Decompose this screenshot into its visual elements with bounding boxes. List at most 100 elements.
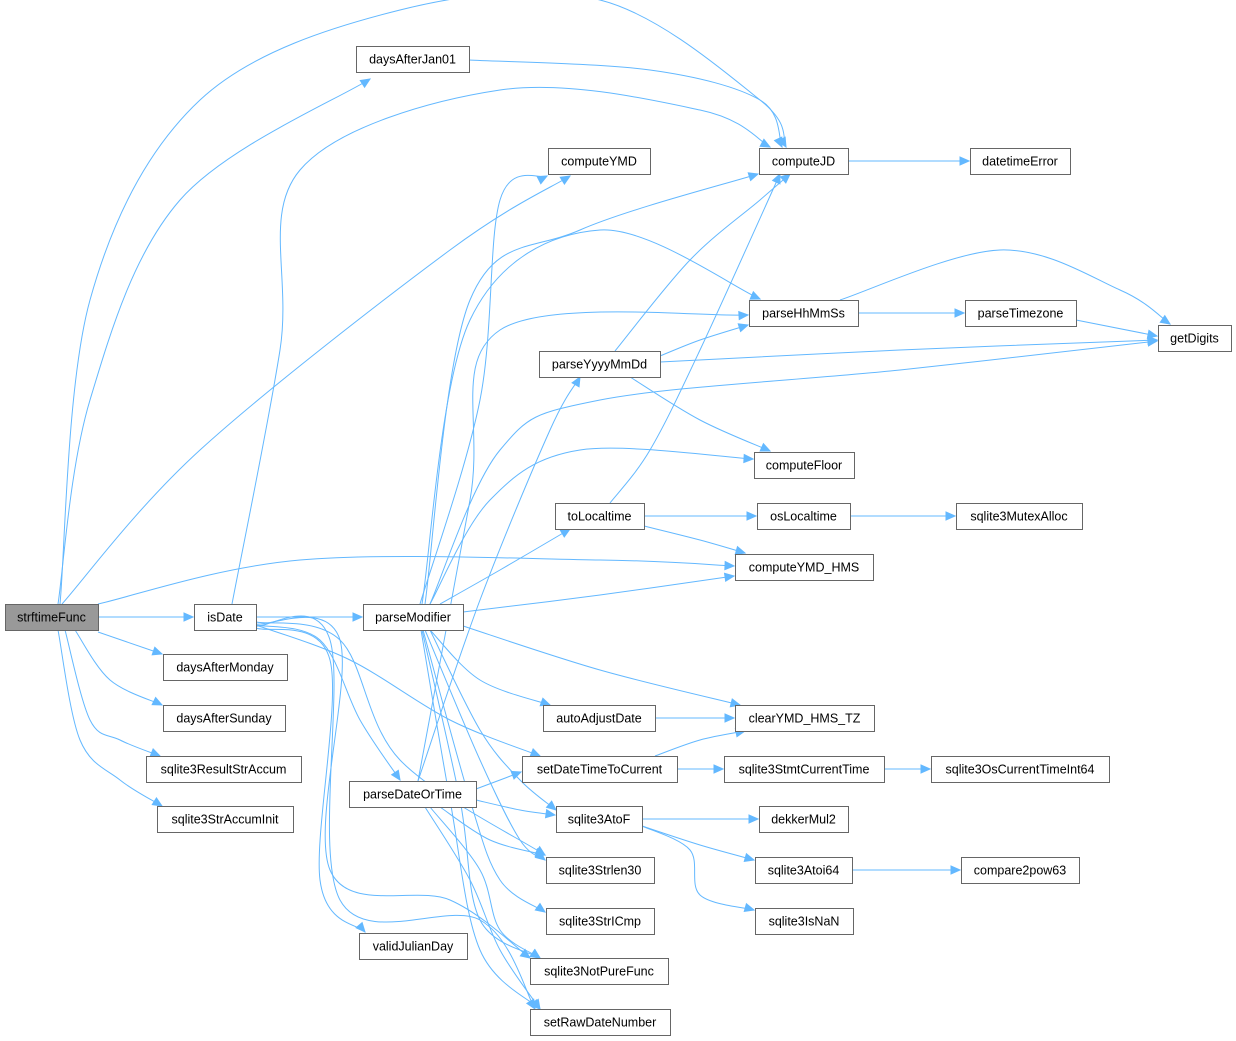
edge-parseYyyyMmDd-to-getDigits — [659, 339, 1158, 363]
node-box-parseModifier[interactable] — [363, 604, 464, 631]
node-daysAfterJan01[interactable]: daysAfterJan01 — [356, 46, 470, 73]
node-label-parseYyyyMmDd: parseYyyyMmDd — [552, 358, 647, 372]
node-box-clearYMD_HMS_TZ[interactable] — [735, 705, 875, 732]
node-setRawDateNumber[interactable]: setRawDateNumber — [530, 1009, 671, 1036]
node-parseDateOrTime[interactable]: parseDateOrTime — [349, 781, 477, 808]
node-box-setRawDateNumber[interactable] — [530, 1009, 671, 1036]
node-box-getDigits[interactable] — [1158, 325, 1232, 352]
node-label-sqlite3StrAccumInit: sqlite3StrAccumInit — [172, 813, 280, 827]
node-sqlite3StrAccumInit[interactable]: sqlite3StrAccumInit — [157, 806, 294, 833]
node-label-getDigits: getDigits — [1170, 332, 1219, 346]
node-box-sqlite3MutexAlloc[interactable] — [956, 503, 1083, 530]
node-box-sqlite3NotPureFunc[interactable] — [530, 958, 669, 985]
node-osLocaltime[interactable]: osLocaltime — [757, 503, 851, 530]
edge-parseModifier-to-setRawDateNumber — [420, 629, 541, 1010]
node-box-parseDateOrTime[interactable] — [349, 781, 477, 808]
arrowhead-daysAfterJan01-to-computeJD — [773, 136, 783, 149]
node-label-daysAfterMonday: daysAfterMonday — [176, 661, 274, 675]
arrowhead-parseModifier-to-computeJD — [747, 172, 760, 182]
arrowhead-parseDateOrTime-to-parseHhMmSs — [738, 310, 750, 321]
edge-isDate-to-computeJD — [231, 86, 771, 605]
edge-parseDateOrTime-to-sqlite3AtoF — [475, 799, 556, 816]
node-box-isDate[interactable] — [194, 604, 257, 631]
node-box-parseTimezone[interactable] — [965, 300, 1077, 327]
node-strftimeFunc[interactable]: strftimeFunc — [5, 604, 99, 631]
node-label-validJulianDay: validJulianDay — [373, 940, 454, 954]
node-getDigits[interactable]: getDigits — [1158, 325, 1232, 352]
node-box-daysAfterMonday[interactable] — [163, 654, 288, 681]
node-box-sqlite3ResultStrAccum[interactable] — [146, 756, 302, 783]
edge-parseModifier-to-sqlite3Strlen30 — [424, 629, 546, 861]
node-box-sqlite3AtoF[interactable] — [556, 806, 643, 833]
node-autoAdjustDate[interactable]: autoAdjustDate — [543, 705, 656, 732]
node-sqlite3NotPureFunc[interactable]: sqlite3NotPureFunc — [530, 958, 669, 985]
node-box-parseHhMmSs[interactable] — [749, 300, 859, 327]
node-box-autoAdjustDate[interactable] — [543, 705, 656, 732]
node-daysAfterMonday[interactable]: daysAfterMonday — [163, 654, 288, 681]
node-clearYMD_HMS_TZ[interactable]: clearYMD_HMS_TZ — [735, 705, 875, 732]
node-dekkerMul2[interactable]: dekkerMul2 — [759, 806, 849, 833]
node-box-daysAfterJan01[interactable] — [356, 46, 470, 73]
node-box-sqlite3StmtCurrentTime[interactable] — [724, 756, 885, 783]
node-box-sqlite3OsCurrentTimeInt64[interactable] — [931, 756, 1110, 783]
node-box-sqlite3IsNaN[interactable] — [755, 908, 854, 935]
node-parseYyyyMmDd[interactable]: parseYyyyMmDd — [539, 351, 661, 378]
arrowhead-parseTimezone-to-getDigits — [1146, 329, 1159, 339]
node-box-computeYMD[interactable] — [548, 148, 651, 175]
arrowhead-strftimeFunc-to-sqlite3ResultStrAccum — [149, 748, 162, 757]
node-sqlite3OsCurrentTimeInt64[interactable]: sqlite3OsCurrentTimeInt64 — [931, 756, 1110, 783]
arrowhead-isDate-to-computeJD — [759, 138, 772, 148]
node-sqlite3MutexAlloc[interactable]: sqlite3MutexAlloc — [956, 503, 1083, 530]
node-toLocaltime[interactable]: toLocaltime — [555, 503, 645, 530]
node-box-computeFloor[interactable] — [754, 452, 855, 479]
node-datetimeError[interactable]: datetimeError — [970, 148, 1071, 175]
node-computeYMD_HMS[interactable]: computeYMD_HMS — [735, 554, 874, 581]
node-box-sqlite3Atoi64[interactable] — [755, 857, 853, 884]
node-box-osLocaltime[interactable] — [757, 503, 851, 530]
node-box-dekkerMul2[interactable] — [759, 806, 849, 833]
node-validJulianDay[interactable]: validJulianDay — [359, 933, 468, 960]
node-box-sqlite3StrAccumInit[interactable] — [157, 806, 294, 833]
node-computeFloor[interactable]: computeFloor — [754, 452, 855, 479]
arrowhead-parseModifier-to-getDigits — [1147, 337, 1159, 347]
node-sqlite3ResultStrAccum[interactable]: sqlite3ResultStrAccum — [146, 756, 302, 783]
node-box-computeJD[interactable] — [759, 148, 849, 175]
node-box-daysAfterSunday[interactable] — [163, 705, 286, 732]
node-label-osLocaltime: osLocaltime — [770, 510, 837, 524]
node-compare2pow63[interactable]: compare2pow63 — [961, 857, 1080, 884]
node-box-setDateTimeToCurrent[interactable] — [522, 756, 678, 783]
node-box-datetimeError[interactable] — [970, 148, 1071, 175]
node-parseModifier[interactable]: parseModifier — [363, 604, 464, 631]
arrowhead-sqlite3AtoF-to-sqlite3Atoi64 — [743, 852, 756, 863]
node-box-strftimeFunc[interactable] — [5, 604, 99, 631]
node-sqlite3AtoF[interactable]: sqlite3AtoF — [556, 806, 643, 833]
node-parseTimezone[interactable]: parseTimezone — [965, 300, 1077, 327]
node-isDate[interactable]: isDate — [194, 604, 257, 631]
node-box-sqlite3Strlen30[interactable] — [546, 857, 655, 884]
node-parseHhMmSs[interactable]: parseHhMmSs — [749, 300, 859, 327]
edge-parseDateOrTime-to-sqlite3NotPureFunc — [429, 806, 541, 959]
node-label-sqlite3MutexAlloc: sqlite3MutexAlloc — [970, 510, 1067, 524]
node-setDateTimeToCurrent[interactable]: setDateTimeToCurrent — [522, 756, 678, 783]
edge-parseModifier-to-computeYMD — [419, 174, 548, 605]
edge-parseHhMmSs-to-getDigits — [839, 249, 1171, 325]
node-daysAfterSunday[interactable]: daysAfterSunday — [163, 705, 286, 732]
node-sqlite3StmtCurrentTime[interactable]: sqlite3StmtCurrentTime — [724, 756, 885, 783]
node-computeJD[interactable]: computeJD — [759, 148, 849, 175]
edge-strftimeFunc-to-daysAfterJan01 — [57, 78, 371, 605]
edge-strftimeFunc-to-daysAfterSunday — [74, 629, 163, 706]
node-box-computeYMD_HMS[interactable] — [735, 554, 874, 581]
node-label-sqlite3Strlen30: sqlite3Strlen30 — [559, 864, 642, 878]
node-computeYMD[interactable]: computeYMD — [548, 148, 651, 175]
node-box-validJulianDay[interactable] — [359, 933, 468, 960]
arrowhead-strftimeFunc-to-sqlite3StrAccumInit — [151, 796, 164, 807]
node-box-parseYyyyMmDd[interactable] — [539, 351, 661, 378]
node-box-toLocaltime[interactable] — [555, 503, 645, 530]
node-sqlite3Strlen30[interactable]: sqlite3Strlen30 — [546, 857, 655, 884]
node-sqlite3StrICmp[interactable]: sqlite3StrICmp — [546, 908, 655, 935]
node-sqlite3IsNaN[interactable]: sqlite3IsNaN — [755, 908, 854, 935]
node-box-compare2pow63[interactable] — [961, 857, 1080, 884]
node-sqlite3Atoi64[interactable]: sqlite3Atoi64 — [755, 857, 853, 884]
node-box-sqlite3StrICmp[interactable] — [546, 908, 655, 935]
